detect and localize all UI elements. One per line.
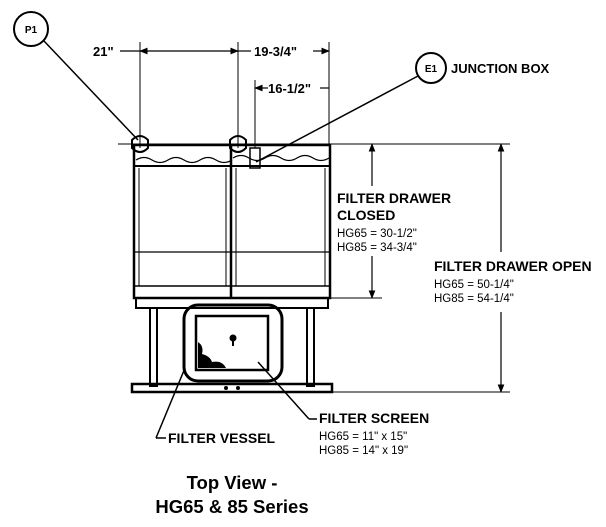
e1-callout: E1 JUNCTION BOX: [255, 52, 550, 163]
filter-vessel-title: FILTER VESSEL: [168, 430, 276, 446]
p1-connector: [131, 135, 149, 153]
e1-label: E1: [425, 64, 438, 75]
top-dimensions: 21" 19-3/4" 16-1/2": [93, 42, 330, 148]
drawer-open-hg85: HG85 = 54-1/4": [434, 293, 514, 305]
caption-line-1: Top View -: [187, 472, 278, 493]
drawer-open-label: FILTER DRAWER OPEN HG65 = 50-1/4" HG85 =…: [434, 258, 592, 305]
drawer-rail-left: [149, 307, 158, 387]
drawer-closed-label: FILTER DRAWER CLOSED HG65 = 30-1/2" HG85…: [337, 190, 451, 254]
dim-21-label: 21": [93, 44, 114, 59]
e1-leader: [255, 75, 419, 163]
oil-surface-right: [232, 154, 330, 162]
filter-vessel: [182, 303, 284, 383]
oil-surface-left: [135, 156, 233, 164]
filter-screen-title: FILTER SCREEN: [319, 410, 429, 426]
filter-screen: [194, 314, 270, 372]
drawer-closed-hg85: HG85 = 34-3/4": [337, 242, 417, 254]
drawer-open-title: FILTER DRAWER OPEN: [434, 258, 592, 274]
height-dimensions: [330, 143, 510, 393]
p1-connector-right: [229, 135, 247, 153]
drawer-front: [130, 382, 334, 394]
filter-drawer: [130, 297, 334, 394]
drawer-rail-right: [306, 307, 315, 387]
p1-label: P1: [25, 25, 38, 36]
filter-screen-hg65: HG65 = 11" x 15": [319, 431, 407, 443]
filter-screen-hg85: HG85 = 14" x 19": [319, 445, 408, 457]
dim-19-75-label: 19-3/4": [254, 44, 297, 59]
caption: Top View - HG65 & 85 Series: [155, 472, 308, 517]
junction-box-label: JUNCTION BOX: [451, 61, 550, 76]
caption-line-2: HG65 & 85 Series: [155, 496, 308, 517]
drawer-closed-title-2: CLOSED: [337, 207, 395, 223]
drawer-closed-hg65: HG65 = 30-1/2": [337, 228, 417, 240]
p1-callout: P1: [13, 11, 139, 141]
filter-vessel-callout: FILTER VESSEL: [155, 367, 276, 446]
fryer-body: [118, 135, 358, 300]
p1-leader: [43, 40, 139, 141]
drawer-closed-title-1: FILTER DRAWER: [337, 190, 451, 206]
junction-box: [249, 147, 261, 169]
dim-16-5-label: 16-1/2": [268, 81, 311, 96]
filter-screen-fold: [198, 342, 226, 368]
filter-screen-callout: FILTER SCREEN HG65 = 11" x 15" HG85 = 14…: [257, 361, 429, 457]
drawer-open-hg65: HG65 = 50-1/4": [434, 279, 514, 291]
